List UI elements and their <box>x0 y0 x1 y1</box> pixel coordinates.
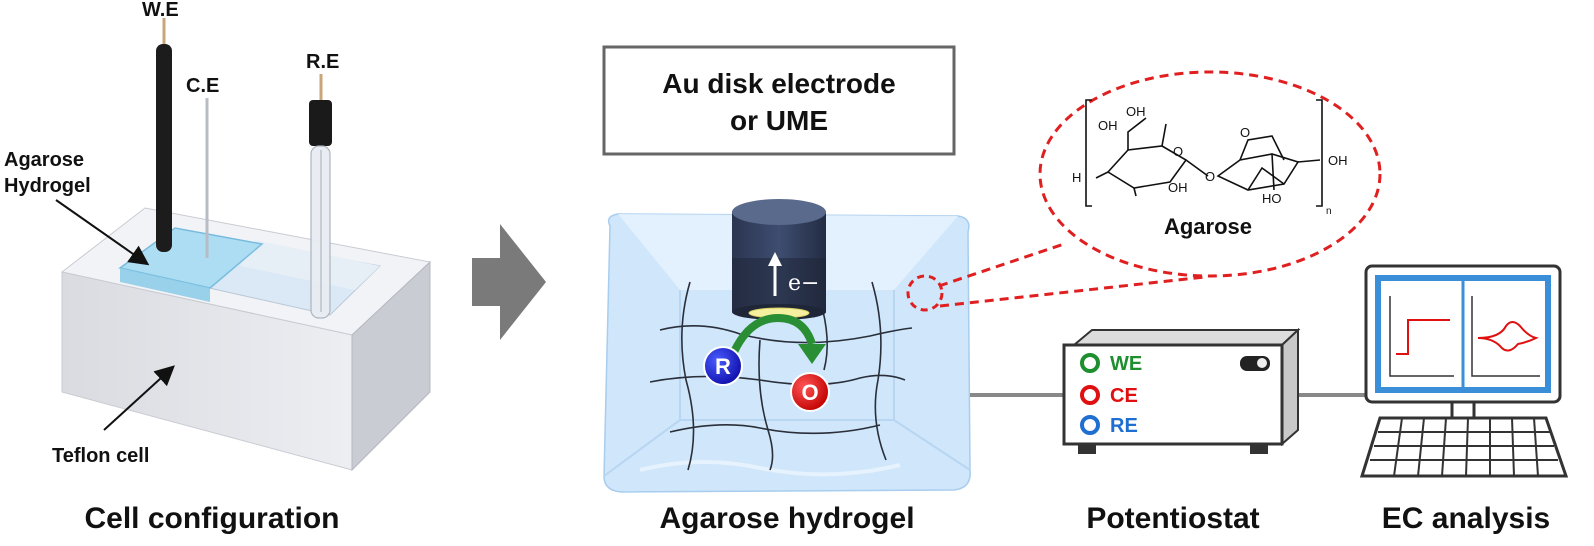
group-oh-3: OH <box>1168 180 1188 195</box>
computer-monitor <box>1359 264 1569 478</box>
agarose-chemical-structure <box>1085 99 1323 207</box>
we-port-icon <box>1080 353 1100 373</box>
agarose-hydrogel-label-line2: Hydrogel <box>4 175 91 197</box>
teflon-pointer-arrow <box>103 365 175 431</box>
steady-state-plot-icon <box>1389 296 1454 377</box>
group-o-ring1: O <box>1173 144 1183 159</box>
we-label: W.E <box>142 0 179 21</box>
electrode-title-line2: or UME <box>730 105 828 136</box>
agarose-structure-name: Agarose <box>1164 214 1252 239</box>
cell-configuration-caption: Cell configuration <box>85 502 340 535</box>
reduced-species-label: R <box>715 354 731 379</box>
agarose-hydrogel-caption: Agarose hydrogel <box>659 502 914 535</box>
group-oh-1: OH <box>1098 118 1118 133</box>
group-o-bridge: O <box>1240 125 1250 140</box>
agarose-structure-labels: OH OH OH OH HO H O O O n <box>1072 104 1348 217</box>
oxidized-species-label: O <box>801 380 818 405</box>
reference-electrode <box>309 74 332 319</box>
re-label: R.E <box>306 51 339 73</box>
electrode-title-line1: Au disk electrode <box>662 68 895 99</box>
potentiostat-caption: Potentiostat <box>1086 502 1259 535</box>
group-o-link: O <box>1205 169 1215 184</box>
cyclic-voltammogram-icon <box>1471 296 1540 377</box>
oxidized-species-o: O <box>790 372 830 412</box>
re-port-icon <box>1080 415 1100 435</box>
working-electrode <box>156 18 172 252</box>
au-disk-electrode: e− <box>732 199 826 320</box>
ec-analysis-caption: EC analysis <box>1382 502 1550 535</box>
teflon-cell <box>60 207 432 472</box>
group-n: n <box>1326 206 1332 217</box>
group-ho: HO <box>1262 191 1282 206</box>
electron-label: e− <box>788 271 819 296</box>
agarose-hydrogel-label-line1: Agarose <box>4 149 84 171</box>
group-oh-4: OH <box>1328 153 1348 168</box>
potentiostat-re-label: RE <box>1110 415 1138 437</box>
process-arrow-icon <box>472 224 546 340</box>
group-oh-2: OH <box>1126 104 1146 119</box>
group-h: H <box>1072 170 1081 185</box>
ce-port-icon <box>1080 385 1100 405</box>
potentiostat-we-label: WE <box>1110 353 1142 375</box>
reduced-species-r: R <box>703 346 743 386</box>
ce-label: C.E <box>186 75 219 97</box>
potentiostat-ce-label: CE <box>1110 385 1138 407</box>
agarose-zoom-callout <box>906 70 1382 312</box>
agarose-pointer-arrow <box>55 199 150 266</box>
electrode-title-box: Au disk electrode or UME <box>602 45 956 156</box>
potentiostat-device <box>1062 327 1301 454</box>
teflon-cell-label: Teflon cell <box>52 445 149 467</box>
electron-transfer-arrow-icon <box>730 313 826 364</box>
